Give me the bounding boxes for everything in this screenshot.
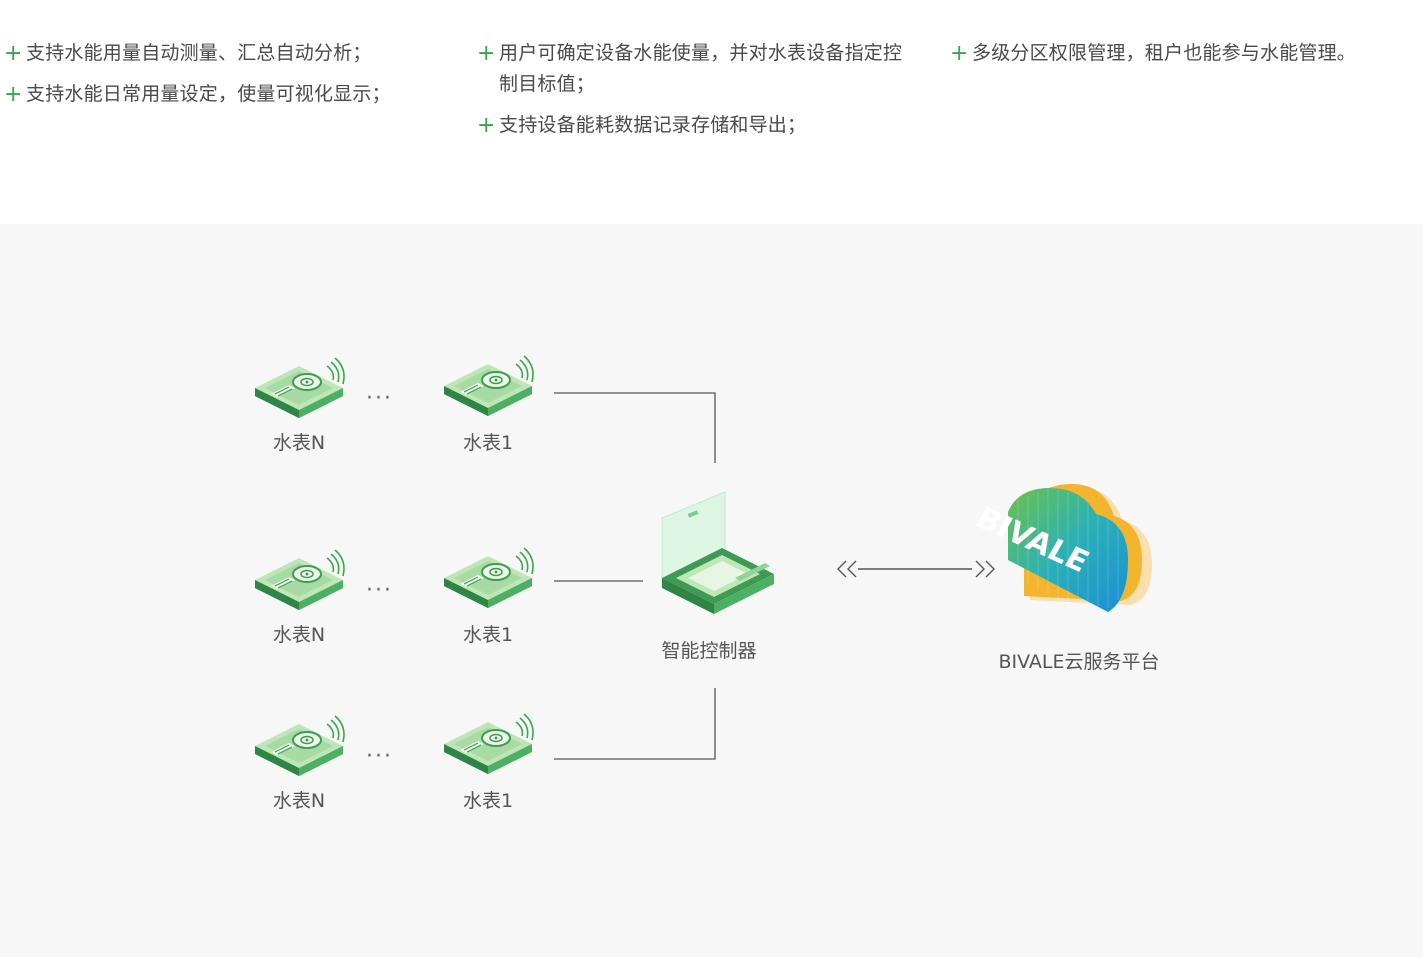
meter-label: 水表N (272, 790, 326, 812)
feature-section: + 支持水能用量自动测量、汇总自动分析； + 支持水能日常用量设定，使量可视化显… (0, 0, 1423, 224)
water-meter-icon (254, 715, 345, 777)
cloud-label: BIVALE云服务平台 (998, 651, 1160, 673)
plus-icon: + (4, 41, 23, 66)
water-meter-icon (443, 355, 534, 417)
water-meter-icon (443, 713, 534, 775)
water-meter-icon (254, 549, 345, 611)
plus-icon: + (950, 41, 969, 66)
bidirectional-arrow-icon (837, 560, 995, 578)
ellipsis: ··· (366, 578, 393, 603)
water-meter-icon (443, 547, 534, 609)
plus-icon: + (477, 41, 496, 66)
feature-item: + 多级分区权限管理，租户也能参与水能管理。 (950, 38, 1420, 69)
water-meter-icon (254, 357, 345, 419)
ellipsis: ··· (366, 386, 393, 411)
meter-label: 水表N (272, 624, 326, 646)
feature-item: + 支持设备能耗数据记录存储和导出； (477, 110, 917, 141)
plus-icon: + (477, 113, 496, 138)
meter-label: 水表N (272, 432, 326, 454)
feature-text: 支持设备能耗数据记录存储和导出； (499, 114, 807, 136)
cloud-platform-icon: BIVALE (969, 484, 1152, 612)
meter-label: 水表1 (462, 432, 514, 454)
smart-controller-icon (661, 491, 774, 614)
feature-column-2: + 用户可确定设备水能使量，并对水表设备指定控制目标值； + 支持设备能耗数据记… (477, 38, 917, 151)
feature-text: 用户可确定设备水能使量，并对水表设备指定控制目标值； (499, 42, 903, 95)
feature-item: + 支持水能日常用量设定，使量可视化显示； (4, 79, 444, 110)
feature-column-3: + 多级分区权限管理，租户也能参与水能管理。 (950, 38, 1420, 79)
feature-text: 支持水能日常用量设定，使量可视化显示； (26, 83, 391, 105)
connector-lines (554, 392, 716, 760)
feature-text: 支持水能用量自动测量、汇总自动分析； (26, 42, 372, 64)
meter-label: 水表1 (462, 790, 514, 812)
meter-label: 水表1 (462, 624, 514, 646)
feature-item: + 用户可确定设备水能使量，并对水表设备指定控制目标值； (477, 38, 917, 100)
controller-label: 智能控制器 (661, 640, 757, 662)
feature-column-1: + 支持水能用量自动测量、汇总自动分析； + 支持水能日常用量设定，使量可视化显… (4, 38, 444, 120)
ellipsis: ··· (366, 744, 393, 769)
plus-icon: + (4, 82, 23, 107)
feature-text: 多级分区权限管理，租户也能参与水能管理。 (972, 42, 1357, 64)
feature-item: + 支持水能用量自动测量、汇总自动分析； (4, 38, 444, 69)
